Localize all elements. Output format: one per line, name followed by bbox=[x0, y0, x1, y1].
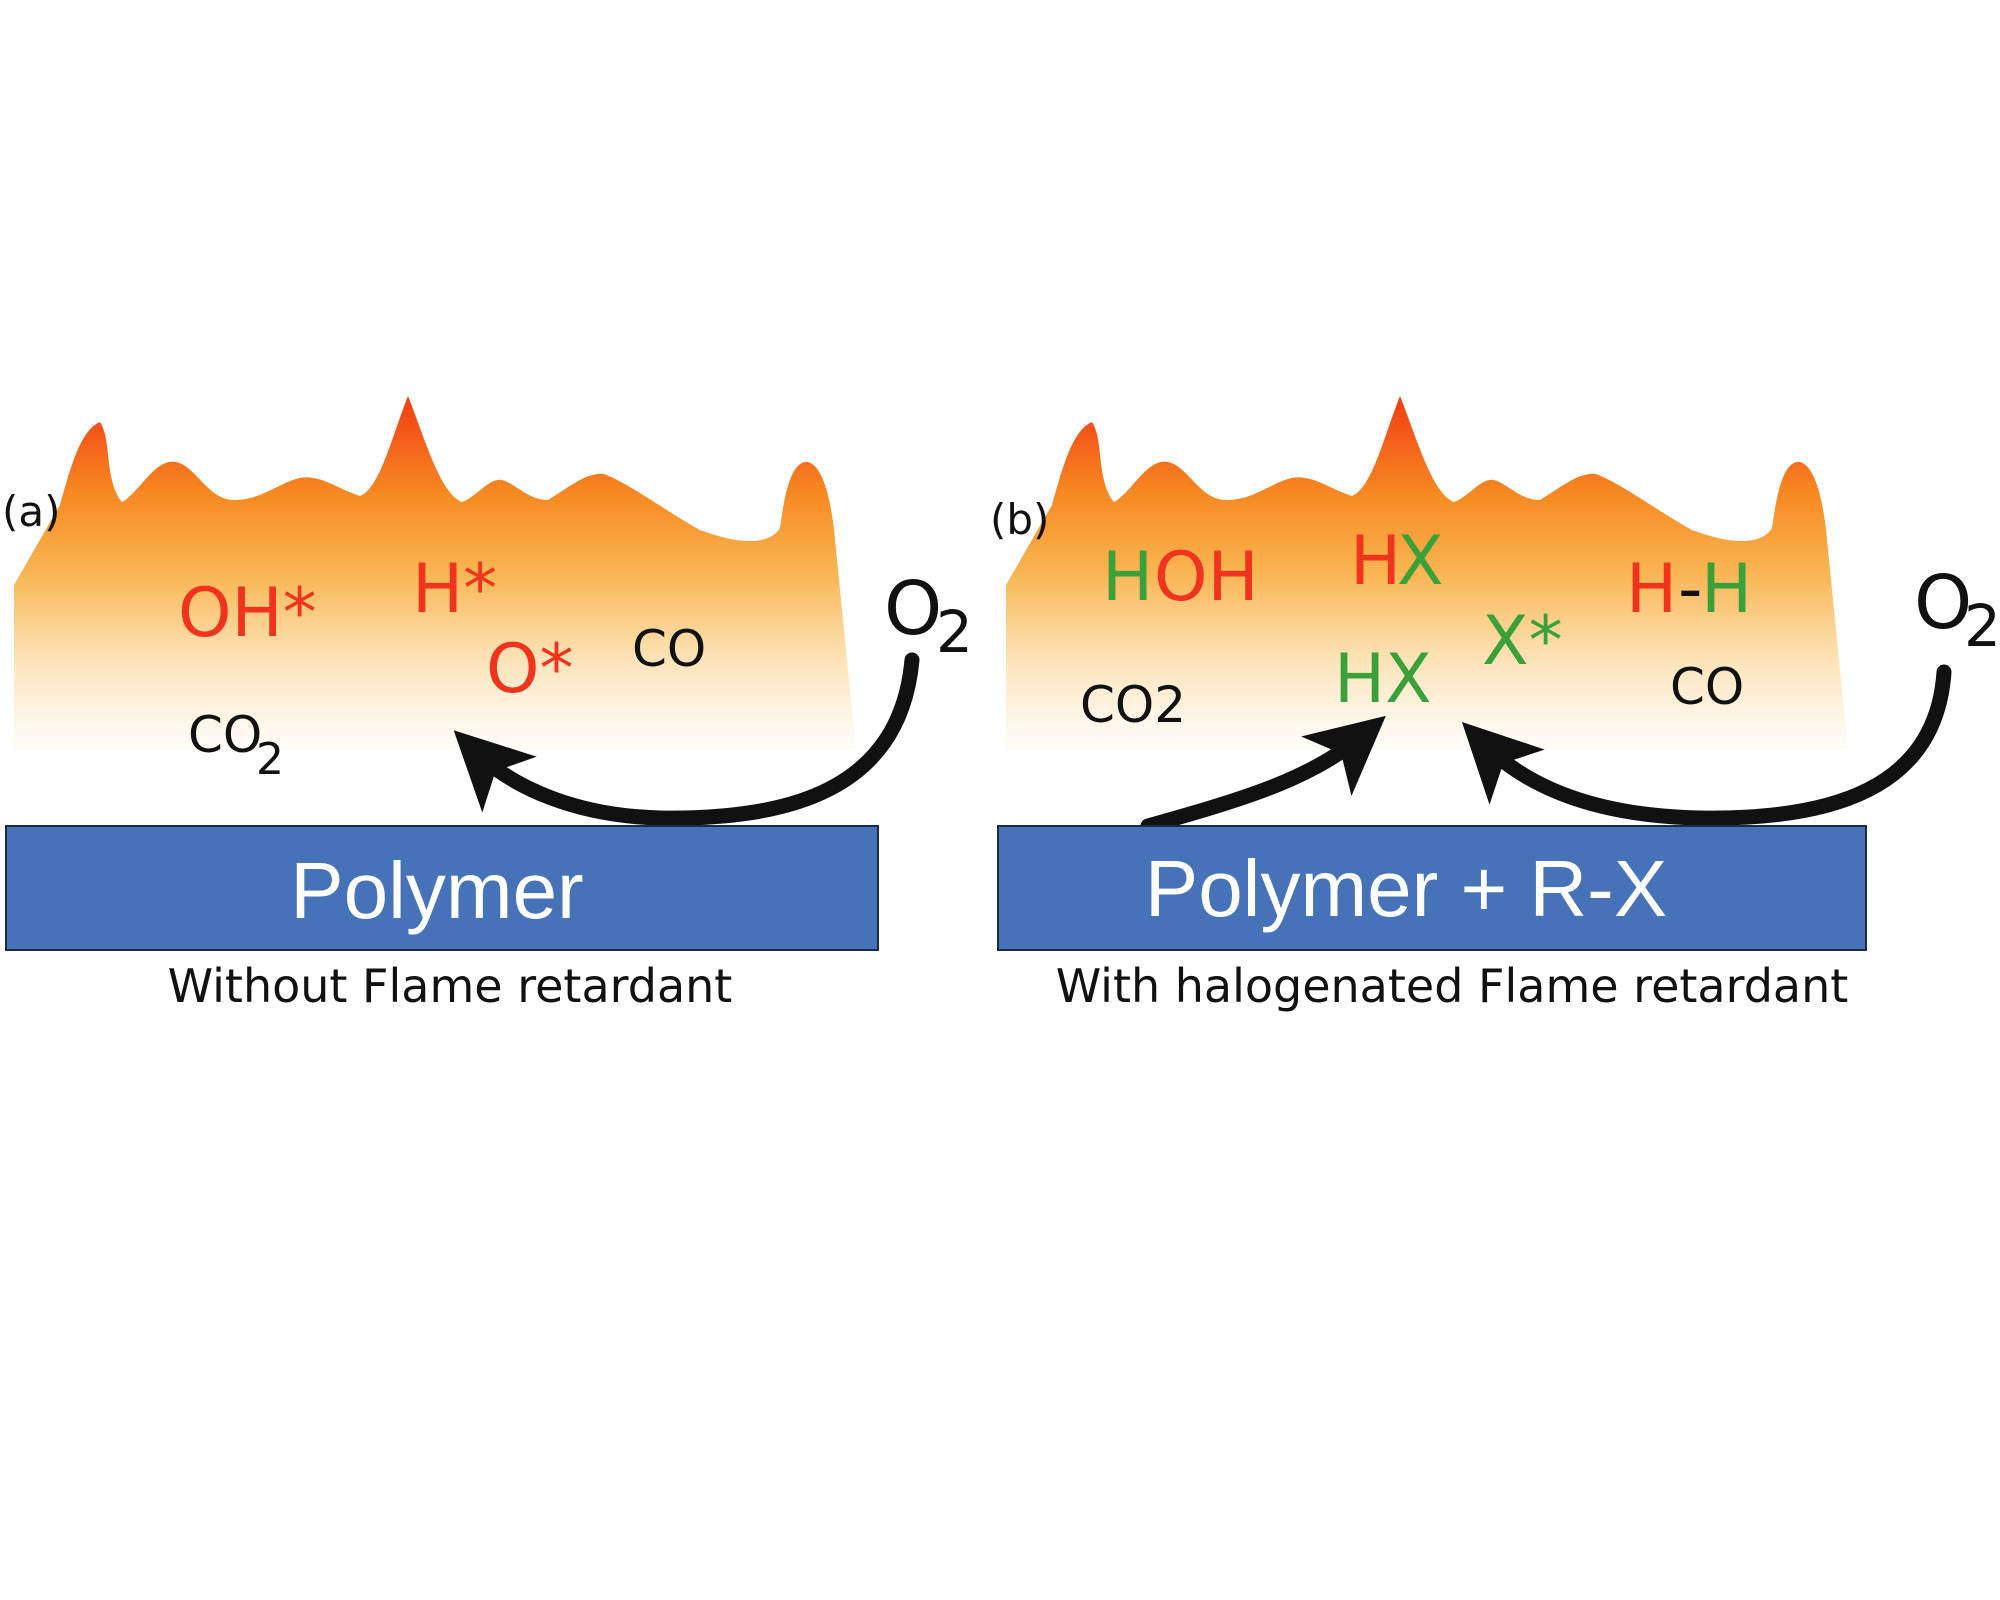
arrow-oxygen-to-flame-b bbox=[1461, 664, 1952, 826]
svg-text:H: H bbox=[1102, 538, 1153, 617]
species-hx-mid: HX bbox=[1334, 640, 1432, 719]
species-hoh: H OH bbox=[1102, 538, 1259, 617]
svg-text:-: - bbox=[1678, 550, 1703, 629]
species-hx-top: H X bbox=[1350, 522, 1444, 601]
svg-text:X: X bbox=[1397, 522, 1444, 601]
species-x-radical: X* bbox=[1482, 602, 1563, 681]
species-h-h: H - H bbox=[1626, 550, 1752, 629]
svg-text:OH: OH bbox=[1154, 538, 1259, 617]
oxygen-b: O 2 bbox=[1914, 560, 2000, 660]
polymer-label-b: Polymer + R-X bbox=[1145, 844, 1667, 933]
species-h-radical: H* bbox=[412, 550, 497, 629]
svg-text:2: 2 bbox=[1964, 592, 2000, 660]
svg-text:2: 2 bbox=[936, 598, 973, 666]
species-co: CO bbox=[632, 620, 706, 678]
panel-b: (b) H OH H X H - H X* HX CO2 CO O 2 Poly… bbox=[990, 396, 2000, 1013]
oxygen-a: O 2 bbox=[884, 566, 973, 666]
polymer-block-a bbox=[5, 825, 879, 951]
flame-a bbox=[14, 396, 856, 750]
arrow-polymer-to-hx bbox=[1140, 715, 1386, 834]
svg-text:H: H bbox=[1701, 550, 1752, 629]
species-o-radical: O* bbox=[486, 630, 574, 709]
panel-label-b: (b) bbox=[990, 495, 1049, 544]
svg-text:H: H bbox=[1350, 522, 1401, 601]
arrow-oxygen-to-flame-a bbox=[453, 652, 920, 826]
polymer-block-b bbox=[997, 825, 1867, 951]
species-co2: CO 2 bbox=[188, 706, 284, 785]
species-oh-radical: OH* bbox=[178, 574, 317, 653]
flame-b bbox=[1006, 396, 1848, 750]
species-co-b: CO bbox=[1670, 658, 1744, 716]
svg-text:O: O bbox=[884, 566, 942, 652]
panel-label-a: (a) bbox=[2, 487, 61, 536]
polymer-label-a: Polymer bbox=[290, 846, 583, 935]
panel-a: (a) OH* H* O* CO CO 2 O 2 Polymer Withou… bbox=[2, 396, 973, 1013]
svg-text:2: 2 bbox=[256, 734, 284, 785]
species-co2-b: CO2 bbox=[1080, 676, 1186, 734]
svg-text:CO: CO bbox=[188, 706, 262, 764]
svg-text:O: O bbox=[1914, 560, 1972, 646]
caption-b: With halogenated Flame retardant bbox=[1056, 959, 1849, 1013]
caption-a: Without Flame retardant bbox=[168, 959, 733, 1013]
svg-text:H: H bbox=[1626, 550, 1677, 629]
